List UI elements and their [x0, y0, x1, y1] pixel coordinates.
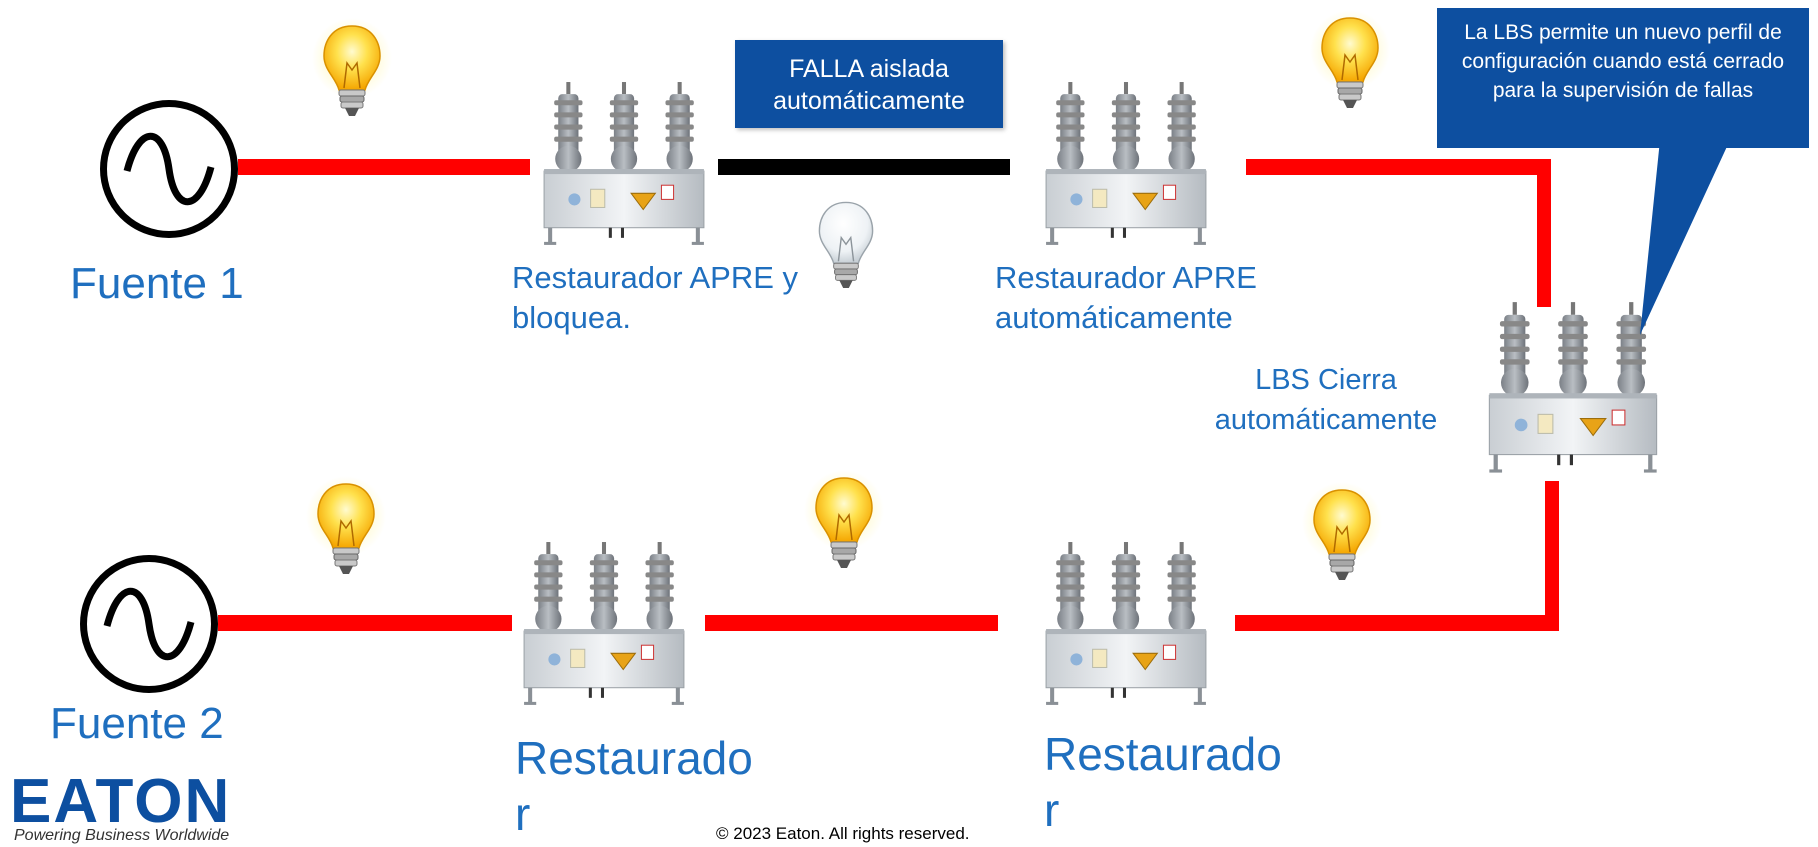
lbs-callout-box: La LBS permite un nuevo perfil de config…: [1437, 8, 1809, 148]
recloser-4-label-line1: Restaurado: [1044, 728, 1282, 780]
copyright-notice: © 2023 Eaton. All rights reserved.: [716, 824, 970, 843]
lit-bulb-icon: [306, 476, 386, 586]
fault-isolated-box: FALLA aislada automáticamente: [735, 40, 1003, 128]
recloser-3-label-line2: r: [515, 788, 531, 840]
recloser-4-label-line2: r: [1044, 784, 1060, 836]
recloser-2-label-line1: Restaurador APRE: [995, 260, 1257, 295]
line-recloser2-to-lbs-horizontal: [1246, 159, 1551, 175]
recloser-4-label: Restaurado r: [1044, 726, 1282, 838]
recloser-2-icon: [1037, 80, 1215, 252]
recloser-2-label-line2: automáticamente: [995, 300, 1233, 335]
recloser-4-icon: [1037, 540, 1215, 712]
line-source2-to-recloser3: [218, 615, 512, 631]
recloser-3-label-line1: Restaurado: [515, 732, 753, 784]
lit-bulb-icon: [312, 18, 392, 128]
line-recloser2-to-lbs-vertical: [1537, 159, 1551, 307]
line-source1-to-recloser1: [238, 159, 530, 175]
lbs-label-line1: LBS Cierra: [1255, 364, 1397, 396]
recloser-1-icon: [535, 80, 713, 252]
ac-source-1-icon: [100, 100, 238, 238]
unlit-bulb-icon: [808, 196, 884, 302]
lit-bulb-icon: [1302, 482, 1382, 592]
recloser-3-icon: [515, 540, 693, 712]
recloser-1-label-line2: bloquea.: [512, 300, 631, 335]
lit-bulb-icon: [804, 470, 884, 580]
callout-pointer: [1640, 140, 1730, 335]
lbs-label-line2: automáticamente: [1214, 404, 1438, 436]
fault-box-line1: FALLA aislada: [789, 55, 949, 83]
lit-bulb-icon: [1310, 10, 1390, 120]
line-faulted-section: [718, 159, 1010, 175]
recloser-1-label: Restaurador APRE y bloquea.: [512, 258, 798, 338]
line-recloser4-to-lbs-horizontal: [1235, 615, 1559, 631]
eaton-logo: EATON: [10, 767, 232, 836]
recloser-1-label-line1: Restaurador APRE y: [512, 260, 799, 295]
eaton-brand-wordmark: EATON: [10, 767, 232, 836]
source-1-label: Fuente 1: [70, 259, 244, 308]
line-recloser3-to-recloser4: [705, 615, 998, 631]
line-recloser4-to-lbs-vertical: [1545, 481, 1559, 631]
lbs-label: LBS Cierra automáticamente: [1202, 360, 1450, 440]
source-2-label: Fuente 2: [50, 699, 224, 748]
recloser-2-label: Restaurador APRE automáticamente: [995, 258, 1257, 338]
ac-source-2-icon: [80, 555, 218, 693]
fault-box-line2: automáticamente: [773, 87, 965, 115]
eaton-tagline: Powering Business Worldwide: [14, 827, 230, 844]
recloser-3-label: Restaurado r: [515, 730, 753, 842]
